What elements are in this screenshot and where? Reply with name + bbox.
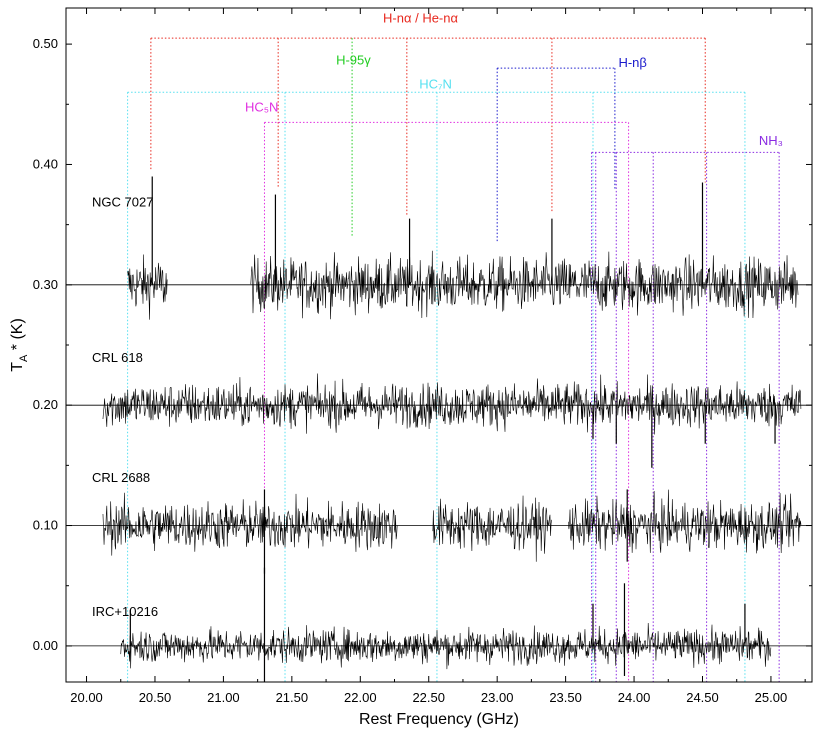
- x-axis: 20.00 20.50 21.00 21.50 22.00 22.50 23.00 23.50…: [70, 8, 806, 705]
- source-label: CRL 618: [92, 350, 143, 365]
- x-tick-label: 21.50: [276, 690, 309, 705]
- spectrum-trace: [102, 373, 802, 435]
- source-label: NGC 7027: [92, 195, 153, 210]
- baseline-layer: [66, 284, 812, 647]
- spectrum-trace: [250, 250, 799, 320]
- line-group-label: H-nα / He-nα: [383, 10, 458, 25]
- spectrum-trace: [127, 254, 168, 320]
- y-tick-label: 0.30: [33, 277, 58, 292]
- y-axis: 0.00 0.10 0.20 0.30 0.40 0.50: [33, 36, 812, 653]
- y-tick-label: 0.00: [33, 638, 58, 653]
- line-group-label: H-nβ: [618, 55, 646, 70]
- plot-frame: [65, 7, 813, 683]
- x-axis-title: Rest Frequency (GHz): [359, 711, 519, 728]
- spectrum-trace: [568, 489, 802, 554]
- y-tick-label: 0.50: [33, 36, 58, 51]
- x-tick-label: 23.00: [481, 690, 514, 705]
- y-tick-label: 0.20: [33, 397, 58, 412]
- x-tick-label: 24.00: [618, 690, 651, 705]
- x-tick-label: 21.00: [207, 690, 240, 705]
- x-tick-label: 24.50: [686, 690, 719, 705]
- line-group-label: HC₇N: [419, 77, 452, 92]
- y-tick-label: 0.40: [33, 156, 58, 171]
- y-axis-title-main: T: [9, 362, 26, 372]
- line-group-label: HC₅N: [245, 100, 278, 115]
- x-tick-label: 22.00: [344, 690, 377, 705]
- svg-text:TA * (K): TA * (K): [9, 318, 30, 372]
- x-tick-label: 23.50: [549, 690, 582, 705]
- spectrum-trace: [102, 492, 398, 556]
- spectra-layer: [102, 176, 802, 682]
- y-tick-label: 0.10: [33, 518, 58, 533]
- source-label: CRL 2688: [92, 470, 150, 485]
- spectrum-trace: [432, 495, 552, 562]
- x-tick-label: 20.50: [139, 690, 172, 705]
- source-label: IRC+10216: [92, 604, 158, 619]
- spectrum-trace: [120, 622, 772, 670]
- line-group-label: NH₃: [759, 133, 783, 148]
- y-axis-title-rest: * (K): [9, 318, 26, 354]
- line-group-label: H-95γ: [336, 53, 371, 68]
- y-axis-title-sub: A: [18, 354, 30, 362]
- line-marker-layer: [127, 37, 780, 682]
- x-tick-label: 20.00: [70, 690, 103, 705]
- y-axis-title: TA * (K): [9, 318, 30, 372]
- x-tick-label: 22.50: [412, 690, 445, 705]
- x-tick-label: 25.00: [755, 690, 788, 705]
